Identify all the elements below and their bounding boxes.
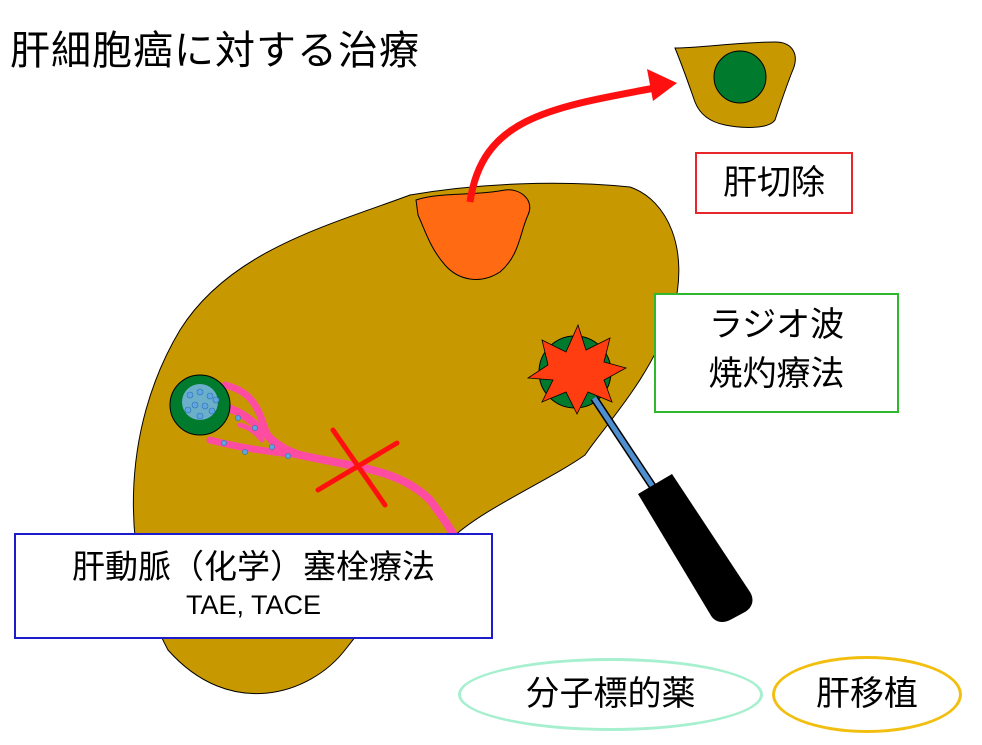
tumor-resected xyxy=(415,189,531,280)
label-molecular-drug-text: 分子標的薬 xyxy=(525,674,696,714)
label-tace-line2: TAE, TACE xyxy=(185,590,322,620)
label-rfa: ラジオ波 焼灼療法 xyxy=(654,293,899,413)
label-molecular-drug: 分子標的薬 xyxy=(458,658,763,731)
resection-arrow xyxy=(466,84,656,203)
label-rfa-line1: ラジオ波 xyxy=(708,305,845,345)
resection-arrowhead xyxy=(647,69,677,101)
label-resection: 肝切除 xyxy=(695,152,853,214)
rfa-handle xyxy=(638,474,753,622)
label-tace: 肝動脈（化学）塞栓療法 TAE, TACE xyxy=(14,533,493,639)
hepatic-artery xyxy=(206,381,464,552)
rfa-needle-core xyxy=(591,396,658,492)
specimen-nucleus xyxy=(713,50,767,104)
label-resection-text: 肝切除 xyxy=(723,163,825,203)
rfa-burn-zone xyxy=(526,323,628,415)
label-rfa-line2: 焼灼療法 xyxy=(708,354,845,395)
label-tace-line1: 肝動脈（化学）塞栓療法 xyxy=(72,547,435,586)
label-transplant-text: 肝移植 xyxy=(816,674,918,714)
page-title: 肝細胞癌に対する治療 xyxy=(10,28,420,74)
embolic-bead-dots xyxy=(184,388,291,459)
label-transplant: 肝移植 xyxy=(772,656,962,733)
embolization-x-mark xyxy=(315,427,400,508)
